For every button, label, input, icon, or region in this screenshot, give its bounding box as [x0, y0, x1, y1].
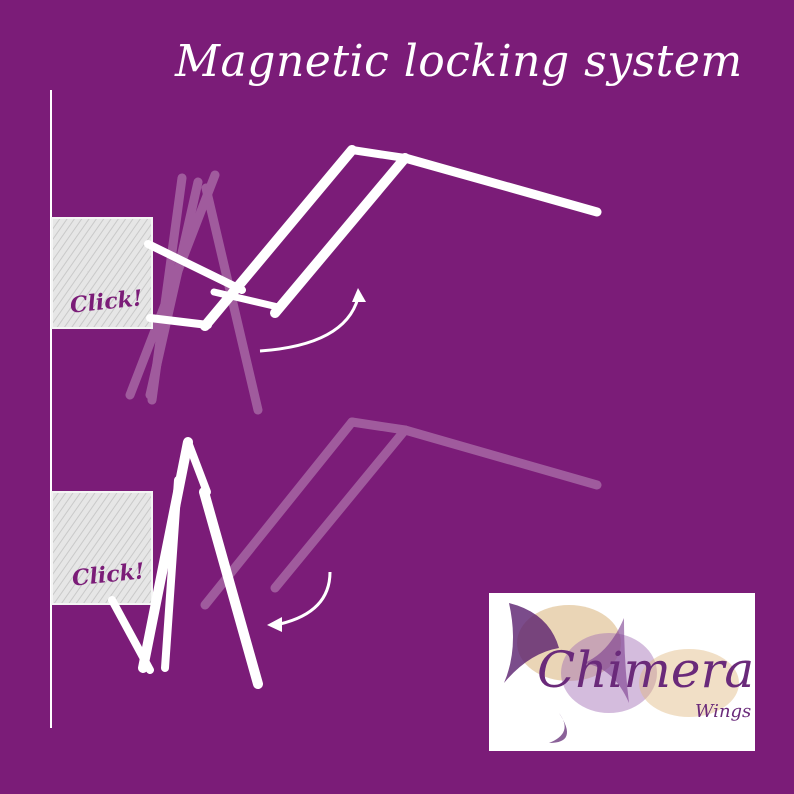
logo-name: Chimera	[537, 641, 755, 699]
arrow-up-curved	[259, 288, 366, 353]
wall-line	[50, 90, 52, 728]
mount-plate-top	[51, 217, 153, 329]
wing-graphic	[504, 603, 739, 743]
brand-logo: Chimera Wings	[489, 593, 755, 751]
logo-subtitle: Wings	[695, 701, 752, 722]
arrow-down-curved	[267, 571, 332, 632]
mount-plate-bottom	[51, 491, 153, 605]
ghost-extended-arm	[200, 417, 602, 610]
page-title: Magnetic locking system	[175, 36, 743, 87]
folded-arm	[108, 437, 263, 689]
extended-arm	[144, 145, 602, 331]
